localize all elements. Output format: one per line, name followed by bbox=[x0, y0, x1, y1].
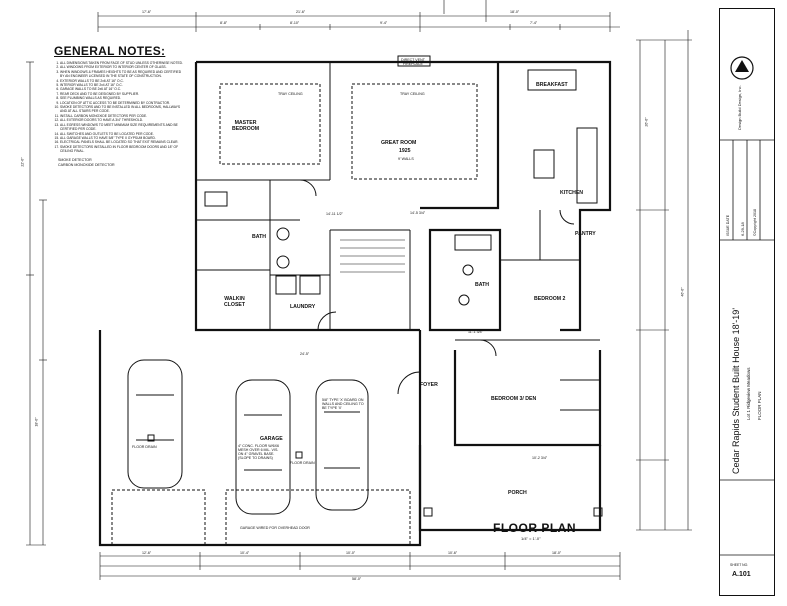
general-notes: GENERAL NOTES: ALL DIMENSIONS TAKEN FROM… bbox=[36, 44, 186, 167]
room-foyer: FOYER bbox=[420, 382, 438, 388]
garage-floor-note: 4" CONC. FLOOR W/6X6 MESH OVER 6 MIL. VI… bbox=[238, 444, 280, 460]
room-garage: GARAGE bbox=[260, 436, 283, 442]
issue-date: 6-29-18 bbox=[740, 222, 745, 236]
copyright: ©Copyright 2018 bbox=[753, 208, 757, 236]
room-pantry: PANTRY bbox=[575, 231, 596, 237]
room-porch: PORCH bbox=[508, 490, 527, 496]
note-item: ALL WINDOWS FROM EXTERIOR TO INTERIOR CE… bbox=[60, 65, 186, 69]
wall-height-note: 9' WALLS bbox=[398, 157, 414, 161]
dim-bottom: 10'-4" bbox=[240, 551, 250, 555]
general-notes-title: GENERAL NOTES: bbox=[54, 44, 166, 58]
dim-top: 17'-6" bbox=[142, 10, 152, 14]
sheet-number: A.101 bbox=[732, 571, 751, 578]
dim-interior: 14'-5 3/4" bbox=[410, 211, 426, 215]
room-bath-2: BATH bbox=[475, 282, 490, 288]
note-item: SMOKE DETECTORS AND TO BE INSTALLED IN A… bbox=[60, 105, 186, 114]
room-kitchen: KITCHEN bbox=[560, 190, 584, 196]
tray-ceiling-label: TRAY CEILING bbox=[400, 92, 425, 96]
dim-top: 21'-6" bbox=[296, 10, 306, 14]
garage-door-note: GARAGE WIRED FOR OVERHEAD DOOR bbox=[240, 526, 310, 530]
room-master-bedroom: MASTER BEDROOM bbox=[232, 120, 260, 132]
floor-drain-label: FLOOR DRAIN bbox=[290, 461, 315, 465]
note-item: EXTERIOR WALLS TO BE 2x6 AT 16" O.C. bbox=[60, 79, 186, 83]
dim-interior: 11'-1 3/4" bbox=[468, 330, 483, 334]
note-item: ALL EGRESS WINDOWS TO MEET MINIMUM SIZE … bbox=[60, 123, 186, 132]
room-great-room-area: 1925 bbox=[399, 148, 411, 154]
garage-sheathing-note: 5/8" TYPE 'X' BOARD ON WALLS AND CEILING… bbox=[322, 398, 364, 410]
dim-left: 18'-0" bbox=[34, 417, 39, 427]
dim-interior: 24'-5" bbox=[300, 352, 310, 356]
dim-right: 46'-6" bbox=[680, 287, 685, 297]
dim-bottom: 10'-0" bbox=[346, 551, 356, 555]
note-item: ALL EXTERIOR DOORS TO HAVE A 3/4" THRESH… bbox=[60, 118, 186, 122]
room-bedroom-2: BEDROOM 2 bbox=[534, 296, 566, 302]
tray-ceiling-label: TRAY CEILING bbox=[278, 92, 303, 96]
dim-bottom: 10'-6" bbox=[448, 551, 458, 555]
dim-bottom: 18'-0" bbox=[552, 551, 562, 555]
plan-scale: 1/4" = 1'-0" bbox=[521, 536, 541, 541]
note-item: SEE PLUMBING WALLS AS REQUIRED. bbox=[60, 96, 186, 100]
note-item: LOCATION OF ATTIC ACCESS TO BE DETERMINE… bbox=[60, 101, 186, 105]
legend-co: CARBON MONOXIDE DETECTOR bbox=[58, 162, 115, 167]
room-great-room: GREAT ROOM bbox=[381, 140, 417, 146]
note-item: ALL GARAGE WALLS TO HAVE 5/8" TYPE X GYP… bbox=[60, 136, 186, 140]
dim-left: 22'-0" bbox=[20, 157, 25, 167]
note-item: WHEN WINDOWS & FRAMES HEIGHTS TO BE AS R… bbox=[60, 70, 186, 79]
firm-name: Design Build Design, Inc. bbox=[737, 85, 742, 130]
general-notes-list: ALL DIMENSIONS TAKEN FROM FACE OF STUD U… bbox=[36, 61, 186, 154]
dim-interior: 14'-11 1/2" bbox=[326, 212, 343, 216]
note-item: SMOKE DETECTORS INSTALLED IN FLOOR BEDRO… bbox=[60, 145, 186, 154]
project-title: Cedar Rapids Student Built House 18'-19' bbox=[731, 307, 741, 474]
sheet-title: FLOOR PLAN bbox=[757, 391, 762, 420]
note-item: INSTALL CARBON MONOXIDE DETECTORS PER CO… bbox=[60, 114, 186, 118]
project-lot: Lot 1 Ridgeview Meadows bbox=[746, 367, 751, 420]
legend-smoke: SMOKE DETECTOR bbox=[58, 157, 92, 162]
sheet-number-label: SHEET NO. bbox=[730, 563, 749, 567]
firm-logo-icon bbox=[730, 56, 754, 80]
dim-top: 9'-4" bbox=[380, 21, 388, 25]
note-item: ELECTRICAL PANELS SHALL BE LOCATED SO TH… bbox=[60, 140, 186, 144]
dim-interior: 10'-2 3/4" bbox=[532, 456, 548, 460]
plan-title: FLOOR PLAN bbox=[493, 521, 576, 535]
room-laundry: LAUNDRY bbox=[290, 304, 316, 310]
room-breakfast: BREAKFAST bbox=[536, 82, 568, 88]
dim-bottom-total: 58'-0" bbox=[352, 577, 362, 581]
dim-top: 8'-10" bbox=[290, 21, 300, 25]
dim-right: 26'-6" bbox=[644, 117, 649, 127]
note-item: ALL DIMENSIONS TAKEN FROM FACE OF STUD U… bbox=[60, 61, 186, 65]
note-item: REAR DECK AND TO BE DESIGNED BY SUPPLIER… bbox=[60, 92, 186, 96]
dim-top: 7'-4" bbox=[530, 21, 538, 25]
dim-top: 18'-0" bbox=[510, 10, 520, 14]
floor-drain-label: FLOOR DRAIN bbox=[132, 445, 157, 449]
note-item: INTERIOR WALLS TO BE 2x4 AT 16" O.C. bbox=[60, 83, 186, 87]
room-bath-master: BATH bbox=[252, 234, 267, 240]
dim-bottom: 12'-6" bbox=[142, 551, 152, 555]
room-walkin-closet: WALKIN CLOSET bbox=[224, 296, 246, 308]
room-bedroom-3-den: BEDROOM 3/ DEN bbox=[491, 396, 537, 402]
fireplace-label: DIRECT VENT FIREPLACE bbox=[401, 58, 425, 66]
issue-date-label: ISSUE DATE bbox=[726, 214, 730, 236]
note-item: ALL SWITCHES AND OUTLETS TO BE LOCATED P… bbox=[60, 132, 186, 136]
title-block bbox=[719, 8, 775, 596]
note-item: GARAGE WALLS TO BE 2x6 AT 16" O.C. bbox=[60, 87, 186, 91]
dim-top: 8'-8" bbox=[220, 21, 228, 25]
